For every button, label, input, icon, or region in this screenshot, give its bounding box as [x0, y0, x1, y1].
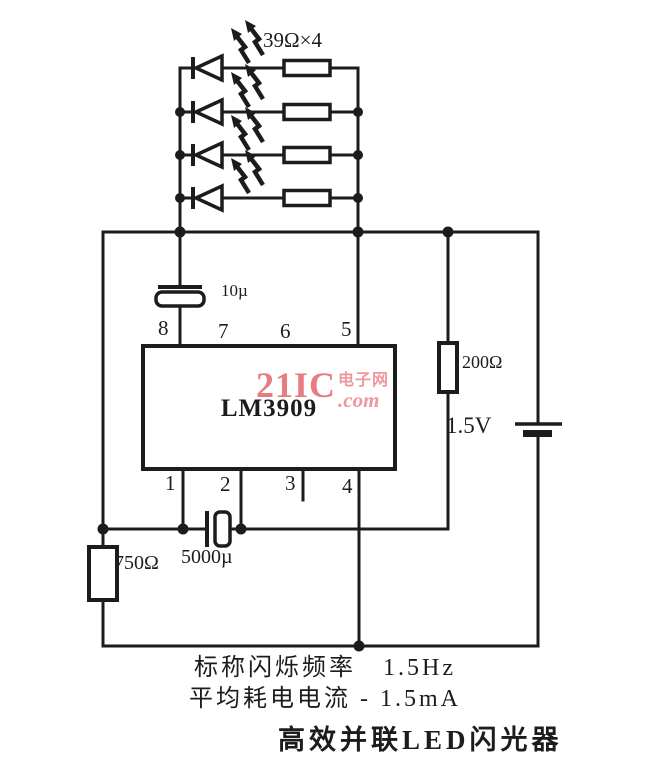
storage-cap-label: 5000µ	[181, 546, 233, 568]
resistor-750-symbol	[87, 545, 119, 602]
junction-dots	[97, 107, 454, 652]
left-resistor-label: 750Ω	[114, 552, 159, 574]
pin-label-6: 6	[280, 319, 291, 343]
capacitor-10u-symbol	[154, 285, 206, 308]
pin-label-4: 4	[342, 474, 353, 498]
capacitor-5000u-symbol	[205, 510, 232, 548]
pin-label-2: 2	[220, 472, 231, 496]
pin-label-5: 5	[341, 317, 352, 341]
battery-symbol	[515, 422, 562, 437]
bottom-mid-wire-right	[228, 390, 450, 531]
wire-rails	[101, 66, 540, 648]
pin-label-1: 1	[165, 471, 176, 495]
timing-cap-label: 10µ	[221, 281, 248, 300]
spec-average-current: 平均耗电电流 - 1.5mA	[189, 686, 461, 712]
ic-box	[141, 344, 397, 471]
pin-label-3: 3	[285, 471, 296, 495]
pin-label-8: 8	[158, 316, 169, 340]
battery-voltage-label: 1.5V	[446, 413, 492, 438]
figure-title: 高效并联LED闪光器	[278, 725, 563, 755]
spec-flash-frequency: 标称闪烁频率 1.5Hz	[194, 655, 456, 681]
ic-name-label: LM3909	[220, 395, 318, 422]
pin-label-7: 7	[218, 319, 229, 343]
led-resistor-array-label: 39Ω×4	[263, 28, 322, 52]
resistor-200-symbol	[437, 341, 459, 394]
right-resistor-label: 200Ω	[462, 352, 503, 372]
